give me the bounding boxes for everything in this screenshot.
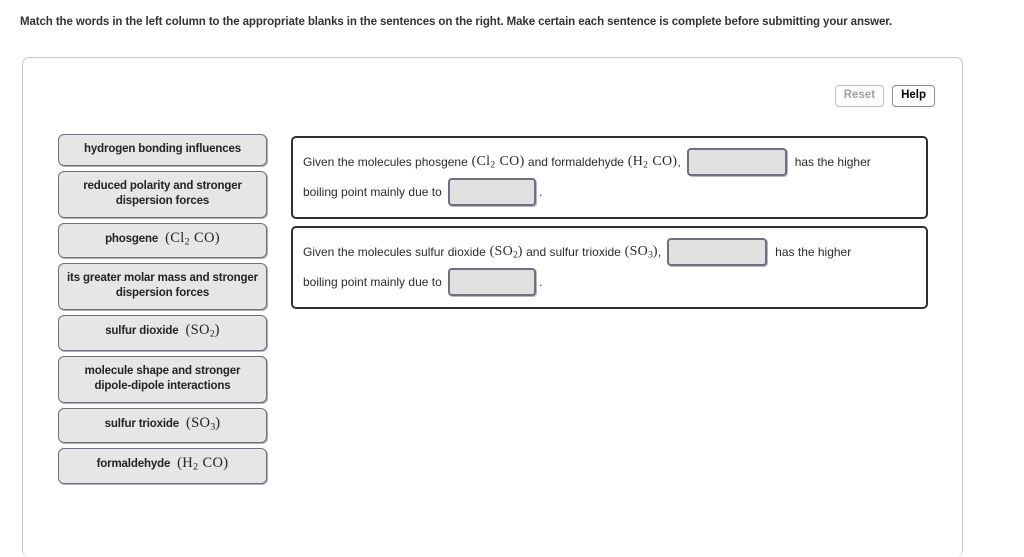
sentence-line: boiling point mainly due to . [303,267,916,297]
sentence-box: Given the molecules phosgene (Cl2 CO) an… [291,136,928,219]
sentence-box: Given the molecules sulfur dioxide (SO2)… [291,226,928,309]
sentence-line: Given the molecules phosgene (Cl2 CO) an… [303,147,916,177]
sentence-text: has the higher [775,245,852,259]
chemical-formula: (Cl2 CO) [467,153,525,171]
chemical-formula: (SO3) [620,243,658,261]
sentence-text: boiling point mainly due to [303,275,442,289]
sentence-punctuation: . [539,185,543,199]
word-tile-label: molecule shape and stronger dipole-dipol… [84,364,241,392]
word-tile-label: sulfur dioxide [105,325,179,338]
chemical-formula: (H2 CO) [623,153,678,171]
word-tile-label: formaldehyde [96,458,171,471]
word-tile[interactable]: reduced polarity and stronger dispersion… [58,171,267,218]
chemical-formula: (SO3) [182,414,221,433]
sentence-list: Given the molecules phosgene (Cl2 CO) an… [291,136,928,309]
toolbar: Reset Help [834,85,935,107]
sentence-punctuation: , [657,245,662,259]
chemical-formula: (Cl2 CO) [161,230,220,248]
word-tile[interactable]: molecule shape and stronger dipole-dipol… [58,355,267,403]
word-tile[interactable]: hydrogen bonding influences [58,134,267,166]
chemical-formula: (SO2) [485,243,523,261]
word-tile-label: reduced polarity and stronger dispersion… [83,180,242,207]
sentence-line: Given the molecules sulfur dioxide (SO2)… [303,237,916,267]
word-tile[interactable]: phosgene (Cl2 CO) [58,223,267,259]
answer-blank[interactable] [686,148,787,176]
answer-blank[interactable] [667,238,768,266]
word-tile-label: its greater molar mass and stronger disp… [67,272,258,300]
word-bank: hydrogen bonding influences reduced pola… [58,134,267,484]
word-tile-label: hydrogen bonding influences [84,143,241,155]
reset-button[interactable]: Reset [834,85,885,107]
exercise-panel: Reset Help hydrogen bonding influences r… [22,57,963,557]
sentence-text: Given the molecules phosgene [303,155,468,169]
instructions-text: Match the words in the left column to th… [20,16,893,28]
chemical-formula: (H2 CO) [173,455,229,473]
help-button[interactable]: Help [892,85,935,107]
word-tile[interactable]: its greater molar mass and stronger disp… [58,263,267,311]
word-tile-label: phosgene [105,233,159,245]
sentence-text: and formaldehyde [527,155,624,169]
sentence-text: has the higher [794,155,871,169]
word-tile-label: sulfur trioxide [104,417,180,430]
word-tile[interactable]: sulfur dioxide (SO2) [58,315,267,351]
sentence-punctuation: , [677,155,681,169]
sentence-text: and sulfur trioxide [526,245,621,259]
word-tile[interactable]: formaldehyde (H2 CO) [58,448,267,484]
word-tile[interactable]: sulfur trioxide (SO3) [58,407,267,444]
sentence-text: boiling point mainly due to [303,185,442,199]
sentence-line: boiling point mainly due to . [303,177,916,207]
answer-blank[interactable] [447,178,536,206]
answer-blank[interactable] [447,268,536,296]
sentence-punctuation: . [539,275,543,289]
chemical-formula: (SO2) [181,322,220,340]
sentence-text: Given the molecules sulfur dioxide [303,245,486,259]
